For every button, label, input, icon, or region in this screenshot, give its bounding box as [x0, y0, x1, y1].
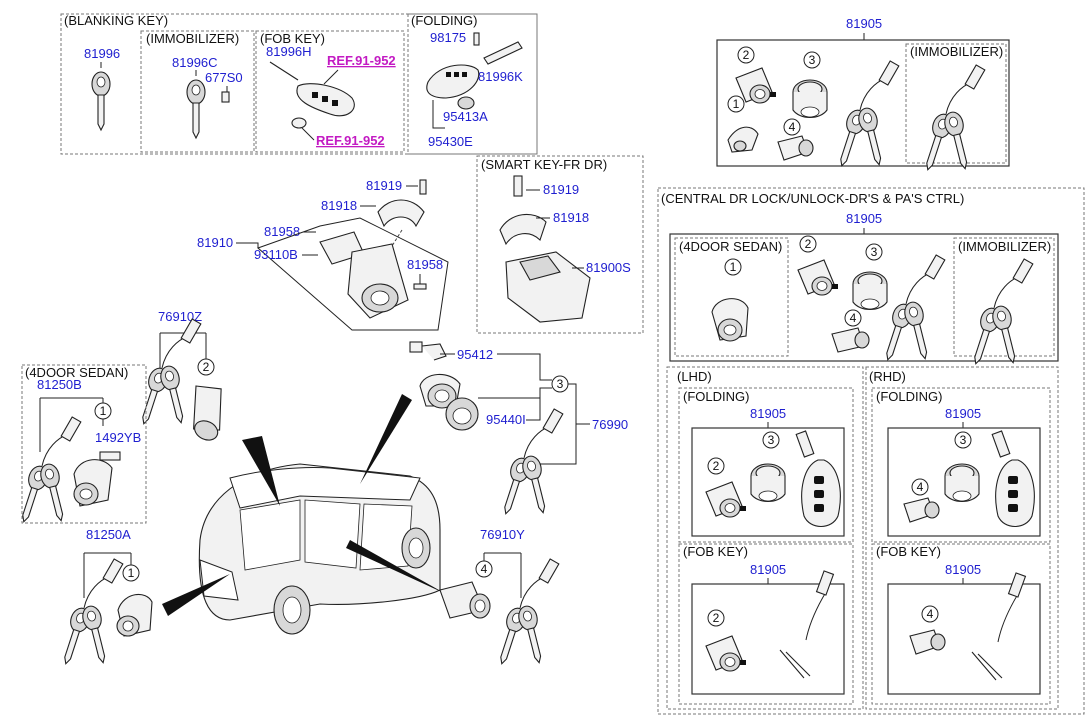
part-81996C[interactable]: 81996C — [172, 55, 218, 70]
callout-4b: 4 — [481, 562, 488, 576]
smart-key-group: (SMART KEY-FR DR) 81919 81918 81900S — [476, 155, 644, 334]
part-93110B[interactable]: 93110B — [254, 247, 298, 262]
transponder-icon — [221, 91, 230, 103]
callout-3d: 3 — [768, 433, 775, 447]
callout-2d: 2 — [713, 459, 720, 473]
immobilizer-right-title: (IMMOBILIZER) — [910, 44, 1003, 59]
callout-4: 4 — [789, 120, 796, 134]
smart-door-handle-group: 95412 3 95440I 76990 — [409, 341, 628, 517]
passenger-door-group: 76910Y 4 — [439, 527, 559, 667]
part-95430E[interactable]: 95430E — [428, 134, 473, 149]
part-81910[interactable]: 81910 — [197, 235, 233, 250]
part-81905-lhd-fold[interactable]: 81905 — [750, 406, 786, 421]
callout-1d: 1 — [730, 260, 737, 274]
fob-key-icon — [296, 83, 355, 117]
part-81900S[interactable]: 81900S — [586, 260, 631, 275]
four-door-title-left: (4DOOR SEDAN) — [25, 365, 128, 380]
rhd-title: (RHD) — [869, 369, 906, 384]
folding-fob-lhd-icon — [801, 459, 841, 528]
lock-body-icon — [319, 231, 409, 319]
blanking-key-group: (BLANKING KEY) (IMMOBILIZER) (FOB KEY) (… — [60, 13, 538, 155]
folding-rhd-title: (FOLDING) — [876, 389, 942, 404]
callout-3c: 3 — [871, 245, 878, 259]
cap-icon — [445, 397, 479, 431]
callout-2b: 2 — [203, 360, 210, 374]
door-cylinder-left-icon — [73, 451, 121, 507]
smart-key-housing-icon — [505, 251, 591, 323]
part-81905-central[interactable]: 81905 — [846, 211, 882, 226]
part-81905-top[interactable]: 81905 — [846, 16, 882, 31]
callout-2e: 2 — [713, 611, 720, 625]
ignition-assembly: 81919 81918 81958 81910 93110B 81958 — [197, 178, 449, 331]
part-95413A[interactable]: 95413A — [443, 109, 488, 124]
folding-lhd-title: (FOLDING) — [683, 389, 749, 404]
callout-3b: 3 — [557, 377, 564, 391]
blanking-key-title: (BLANKING KEY) — [64, 13, 168, 28]
part-81250B[interactable]: 81250B — [37, 377, 82, 392]
four-door-central-title: (4DOOR SEDAN) — [679, 239, 782, 254]
ref-link-2[interactable]: REF.91-952 — [316, 133, 385, 148]
callout-1: 1 — [733, 97, 740, 111]
car-illustration — [162, 394, 446, 635]
callout-3: 3 — [809, 53, 816, 67]
four-door-sedan-left: (4DOOR SEDAN) 81250B 1 1492YB — [15, 364, 147, 525]
key-set-top-right: 81905 (IMMOBILIZER) 2 1 3 4 — [716, 16, 1010, 173]
smart-key-title: (SMART KEY-FR DR) — [481, 157, 607, 172]
part-81996H[interactable]: 81996H — [266, 44, 312, 59]
folding-fob-rhd-icon — [995, 459, 1035, 528]
part-81905-lhd-fob[interactable]: 81905 — [750, 562, 786, 577]
part-81919-a[interactable]: 81919 — [366, 178, 402, 193]
ref-link-1[interactable]: REF.91-952 — [327, 53, 396, 68]
trunk-cylinder-icon — [193, 385, 222, 441]
lhd-title: (LHD) — [677, 369, 712, 384]
part-95440I[interactable]: 95440I — [486, 412, 526, 427]
folding-title: (FOLDING) — [411, 13, 477, 28]
callout-3e: 3 — [960, 433, 967, 447]
rear-door-lock-group: 76910Z 2 — [135, 309, 222, 441]
central-door-lock-group: (CENTRAL DR LOCK/UNLOCK-DR'S & PA'S CTRL… — [657, 187, 1085, 715]
blank-key-icon — [91, 71, 111, 131]
central-title: (CENTRAL DR LOCK/UNLOCK-DR'S & PA'S CTRL… — [661, 191, 964, 206]
callout-4c: 4 — [850, 311, 857, 325]
battery-icon — [291, 117, 307, 129]
front-door-left-group: 81250A 1 — [57, 527, 153, 667]
folding-key-icon — [426, 64, 480, 99]
immobilizer-key-icon — [186, 79, 206, 139]
part-81905-rhd-fob[interactable]: 81905 — [945, 562, 981, 577]
part-81918-b[interactable]: 81918 — [553, 210, 589, 225]
part-81250A[interactable]: 81250A — [86, 527, 131, 542]
part-81919-b[interactable]: 81919 — [543, 182, 579, 197]
callout-1c: 1 — [128, 566, 135, 580]
shroud-icon — [377, 199, 425, 228]
fob-key-title: (FOB KEY) — [260, 31, 325, 46]
immobilizer-title: (IMMOBILIZER) — [146, 31, 239, 46]
part-81905-rhd-fold[interactable]: 81905 — [945, 406, 981, 421]
part-81958-b[interactable]: 81958 — [407, 257, 443, 272]
immobilizer-central-title: (IMMOBILIZER) — [958, 239, 1051, 254]
callout-4e: 4 — [927, 607, 934, 621]
door-cylinder-front-icon — [116, 593, 153, 637]
folding-blade-icon — [483, 41, 523, 65]
fob-lhd-title: (FOB KEY) — [683, 544, 748, 559]
callout-2c: 2 — [805, 237, 812, 251]
coin-battery-icon — [457, 96, 475, 110]
part-81918-a[interactable]: 81918 — [321, 198, 357, 213]
callout-1b: 1 — [100, 404, 107, 418]
door-cylinder-right-icon — [439, 581, 491, 619]
callout-4d: 4 — [917, 480, 924, 494]
fob-rhd-title: (FOB KEY) — [876, 544, 941, 559]
part-81958-a[interactable]: 81958 — [264, 224, 300, 239]
part-76910Y[interactable]: 76910Y — [480, 527, 525, 542]
part-81996K[interactable]: 81996K — [478, 69, 523, 84]
handle-cylinder-icon — [419, 373, 461, 409]
callout-2: 2 — [743, 48, 750, 62]
part-677S0[interactable]: 677S0 — [205, 70, 243, 85]
part-76990[interactable]: 76990 — [592, 417, 628, 432]
part-98175[interactable]: 98175 — [430, 30, 466, 45]
part-81996[interactable]: 81996 — [84, 46, 120, 61]
part-95412[interactable]: 95412 — [457, 347, 493, 362]
part-1492YB[interactable]: 1492YB — [95, 430, 141, 445]
